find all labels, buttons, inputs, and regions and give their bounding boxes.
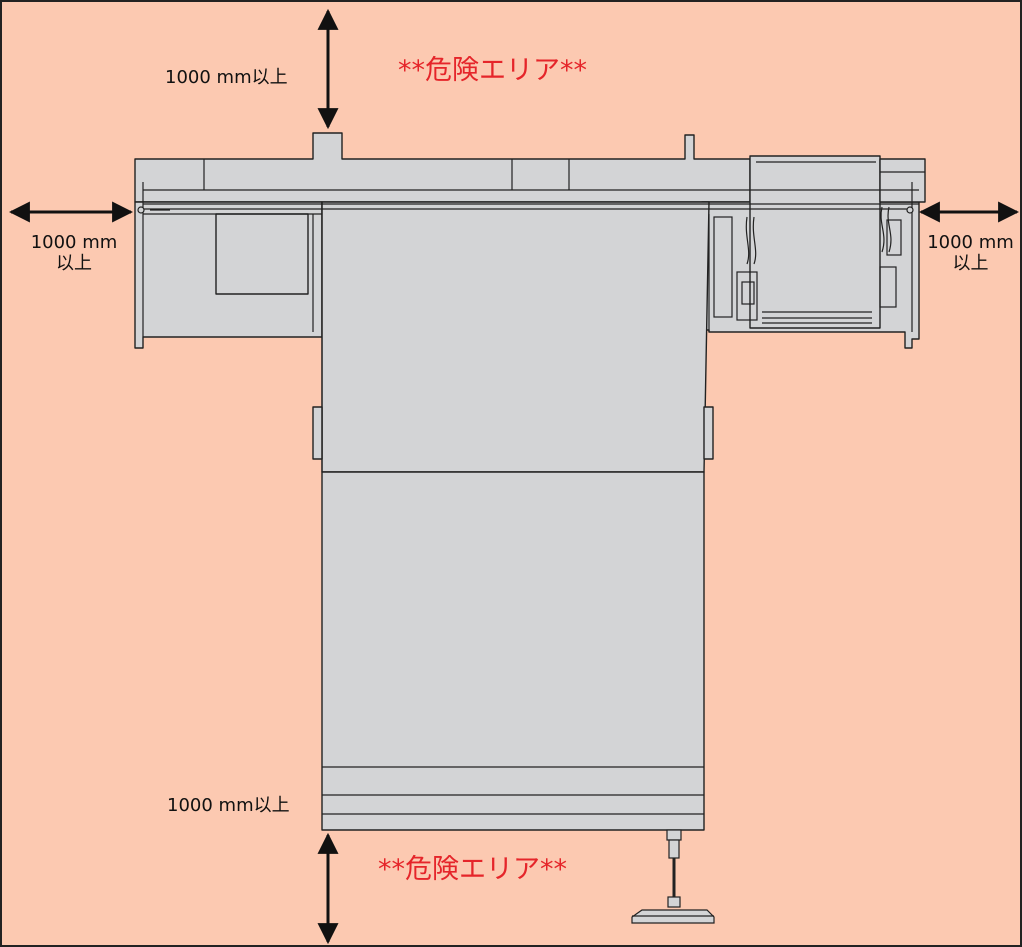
right-clearance-value: 1000 mm [927, 233, 1014, 253]
left-clearance-unit: 以上 [56, 252, 92, 274]
left-panel-window [215, 213, 309, 295]
right-end-cap [879, 158, 926, 203]
bottom-clearance-label: 1000 mm以上 [167, 795, 290, 816]
left-clearance-value: 1000 mm [30, 232, 118, 253]
feed-stand [631, 829, 715, 924]
right-clearance-unit: 以上 [952, 252, 989, 274]
print-carriage [749, 155, 881, 329]
right-clearance-label: 1000 mm 以上 [919, 233, 1020, 274]
media-table-lower [321, 471, 705, 831]
right-table-handle [703, 406, 714, 460]
left-clearance-label: 1000 mm 以上 [18, 232, 130, 274]
danger-area-top-label: **危険エリア** [398, 55, 587, 86]
left-table-handle [312, 406, 323, 460]
media-table-upper [321, 201, 710, 473]
top-clearance-label: 1000 mm以上 [165, 67, 288, 88]
gantry-beam [134, 132, 751, 203]
danger-area-bottom-label: **危険エリア** [378, 854, 567, 885]
